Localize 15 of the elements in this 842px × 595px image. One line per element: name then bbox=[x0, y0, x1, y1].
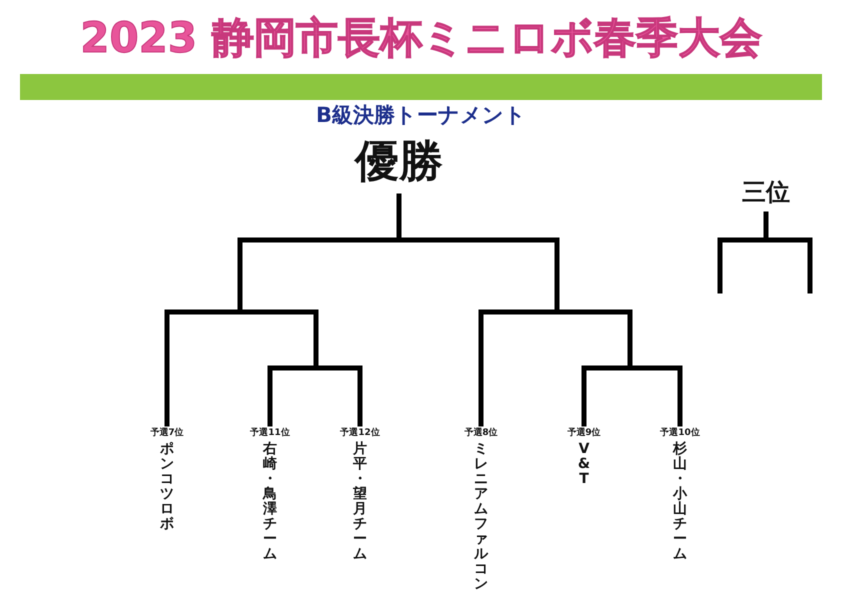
team-name: ミレニアムファルコン bbox=[473, 442, 489, 592]
team-name: 片平・望月チーム bbox=[352, 442, 368, 562]
seed-label: 予選8位 bbox=[464, 426, 498, 439]
champion-label: 優勝 bbox=[353, 135, 444, 189]
team-name: 右崎・鳥澤チーム bbox=[262, 442, 278, 562]
team-name: ポンコツロボ bbox=[159, 442, 175, 532]
third-place-label: 三位 bbox=[741, 176, 791, 208]
team-name: 杉山・小山チーム bbox=[672, 442, 688, 562]
team-name: V&T bbox=[576, 442, 592, 487]
seed-label: 予選7位 bbox=[150, 426, 184, 439]
subtitle: B級決勝トーナメント bbox=[316, 103, 526, 127]
seed-label: 予選12位 bbox=[340, 426, 380, 439]
seed-label: 予選10位 bbox=[660, 426, 700, 439]
seed-label: 予選9位 bbox=[567, 426, 601, 439]
seed-label: 予選11位 bbox=[250, 426, 290, 439]
